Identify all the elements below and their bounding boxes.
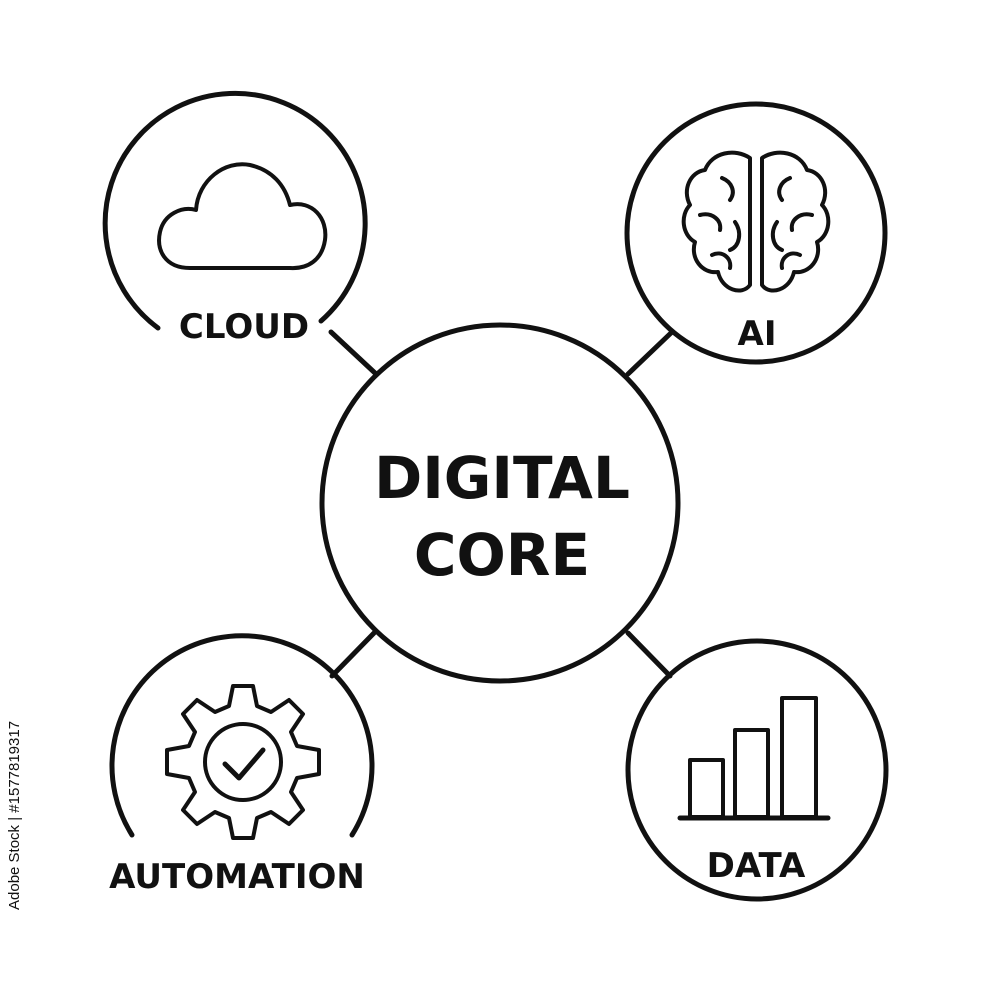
connector-ai (625, 329, 675, 377)
node-automation-label: AUTOMATION (109, 857, 365, 897)
center-node: DIGITAL CORE (319, 322, 681, 684)
connector-automation (329, 630, 377, 679)
node-data-label: DATA (707, 846, 806, 886)
node-ai-label: AI (738, 314, 777, 354)
node-automation-ring (109, 633, 375, 838)
connector-data (625, 630, 673, 679)
node-ai: AI (624, 101, 888, 365)
center-title-line1: DIGITAL (374, 444, 630, 512)
node-cloud-ring (102, 90, 368, 331)
node-cloud: CLOUD (102, 90, 368, 347)
connectors (328, 329, 675, 679)
center-title-line2: CORE (414, 521, 590, 589)
cloud-icon (157, 162, 328, 271)
bar-chart-icon (677, 696, 831, 821)
node-automation: AUTOMATION (109, 633, 375, 897)
gear-check-icon (165, 684, 321, 840)
node-data-ring (625, 638, 889, 902)
brain-icon (681, 150, 831, 293)
stock-id-watermark: Adobe Stock | #1577819317 (6, 720, 23, 910)
node-data: DATA (625, 638, 889, 902)
node-ai-ring (624, 101, 888, 365)
connector-cloud (328, 329, 378, 376)
center-circle (319, 322, 681, 684)
node-cloud-label: CLOUD (179, 307, 309, 347)
